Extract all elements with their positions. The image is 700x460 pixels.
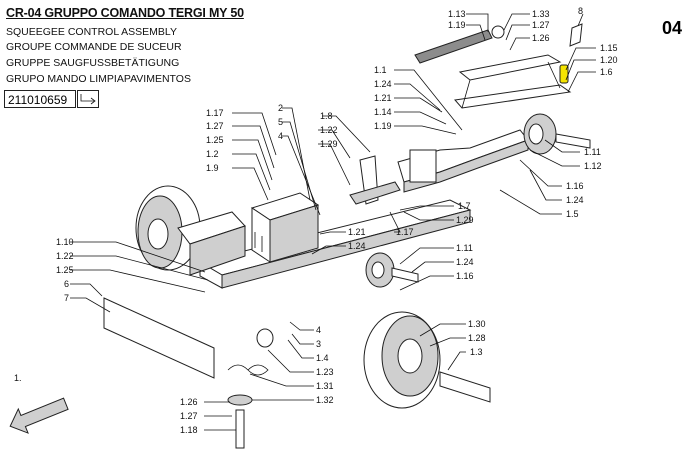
part-label-l129a: 1.29 [320,139,338,149]
part-label-l132: 1.32 [316,395,334,405]
part-labels: 1.131.191.331.271.2681.151.201.61.11.241… [14,6,618,435]
part-label-l111a: 1.11 [584,147,601,157]
part-label-l133: 1.33 [532,9,550,19]
right-wheel [363,311,491,409]
upper-lift-frame [454,54,572,109]
left-axle-bracket [177,211,246,276]
part-label-l112: 1.12 [584,161,602,171]
part-label-l126a: 1.26 [532,33,550,43]
subtitle-fr: GROUPE COMMANDE DE SUCEUR [6,41,182,53]
part-label-l115: 1.15 [600,43,618,53]
central-bracket [250,192,320,263]
part-label-l127a: 1.27 [532,20,550,30]
page-number: 04 [662,18,683,38]
part-label-l126b: 1.26 [180,397,198,407]
direction-arrow-icon [9,397,69,434]
part-label-l117b: 1.17 [396,227,414,237]
lever-arm [349,155,401,205]
part-label-l121b: 1.21 [348,227,366,237]
part-label-l111b: 1.11 [456,243,473,253]
page-title: CR-04 GRUPPO COMANDO TERGI MY 50 [6,6,244,20]
part-label-l15: 1.5 [566,209,579,219]
part-label-l116b: 1.16 [456,271,474,281]
part-label-l131: 1.31 [316,381,334,391]
part-code-arrow-icon [77,90,99,108]
subtitle-es: GRUPO MANDO LIMPIAPAVIMENTOS [6,73,191,85]
part-label-l17: 1.7 [458,201,471,211]
part-label-l130: 1.30 [468,319,486,329]
gas-spring [414,25,505,64]
part-label-l113: 1.13 [448,9,466,19]
part-label-l8: 8 [578,6,583,16]
part-label-l118: 1.18 [180,425,198,435]
leader-lines [70,13,596,431]
part-label-l128: 1.28 [468,333,486,343]
part-label-l122b: 1.22 [56,251,74,261]
part-label-l122a: 1.22 [320,125,338,135]
part-label-l13: 1.3 [470,347,483,357]
part-label-l129b: 1.29 [456,215,474,225]
bottom-spring-assembly [227,328,274,449]
part-label-l117a: 1.17 [206,108,224,118]
part-label-l19: 1.9 [206,163,219,173]
part-label-l6: 6 [64,279,69,289]
part-label-l127c: 1.27 [180,411,198,421]
part-label-l4b: 4 [316,325,321,335]
part-label-ldot: 1. [14,373,22,383]
part-label-l114: 1.14 [374,107,392,117]
subtitle-en: SQUEEGEE CONTROL ASSEMBLY [6,26,177,38]
part-label-l124b: 1.24 [566,195,584,205]
subtitle-de: GRUPPE SAUGFUSSBETÄTIGUNG [6,57,180,69]
part-label-l7: 7 [64,293,69,303]
part-label-l124a: 1.24 [374,79,392,89]
rear-linkage [397,129,529,193]
part-label-l14: 1.4 [316,353,329,363]
part-label-l125b: 1.25 [56,265,74,275]
part-label-l4a: 4 [278,131,283,141]
right-roller [523,113,591,155]
part-label-l16: 1.6 [600,67,613,77]
part-label-l119b: 1.19 [374,121,392,131]
part-label-l127b: 1.27 [206,121,224,131]
part-label-l124d: 1.24 [456,257,474,267]
part-code-box: 211010659 [4,90,76,108]
part-label-l124c: 1.24 [348,241,366,251]
middle-roller [365,252,419,288]
part-label-l119a: 1.19 [448,20,466,30]
squeegee-plate [103,297,215,379]
clip-part-8 [569,23,583,47]
part-label-l18: 1.8 [320,111,333,121]
part-label-l116a: 1.16 [566,181,584,191]
part-label-l123: 1.23 [316,367,334,377]
part-label-l11a: 1.1 [374,65,387,75]
part-label-l3: 3 [316,339,321,349]
part-label-l5a: 5 [278,117,283,127]
part-label-l121a: 1.21 [374,93,392,103]
part-label-l2: 2 [278,103,283,113]
part-label-l110: 1.10 [56,237,74,247]
part-label-l120: 1.20 [600,55,618,65]
part-label-l125a: 1.25 [206,135,224,145]
part-label-l12: 1.2 [206,149,219,159]
